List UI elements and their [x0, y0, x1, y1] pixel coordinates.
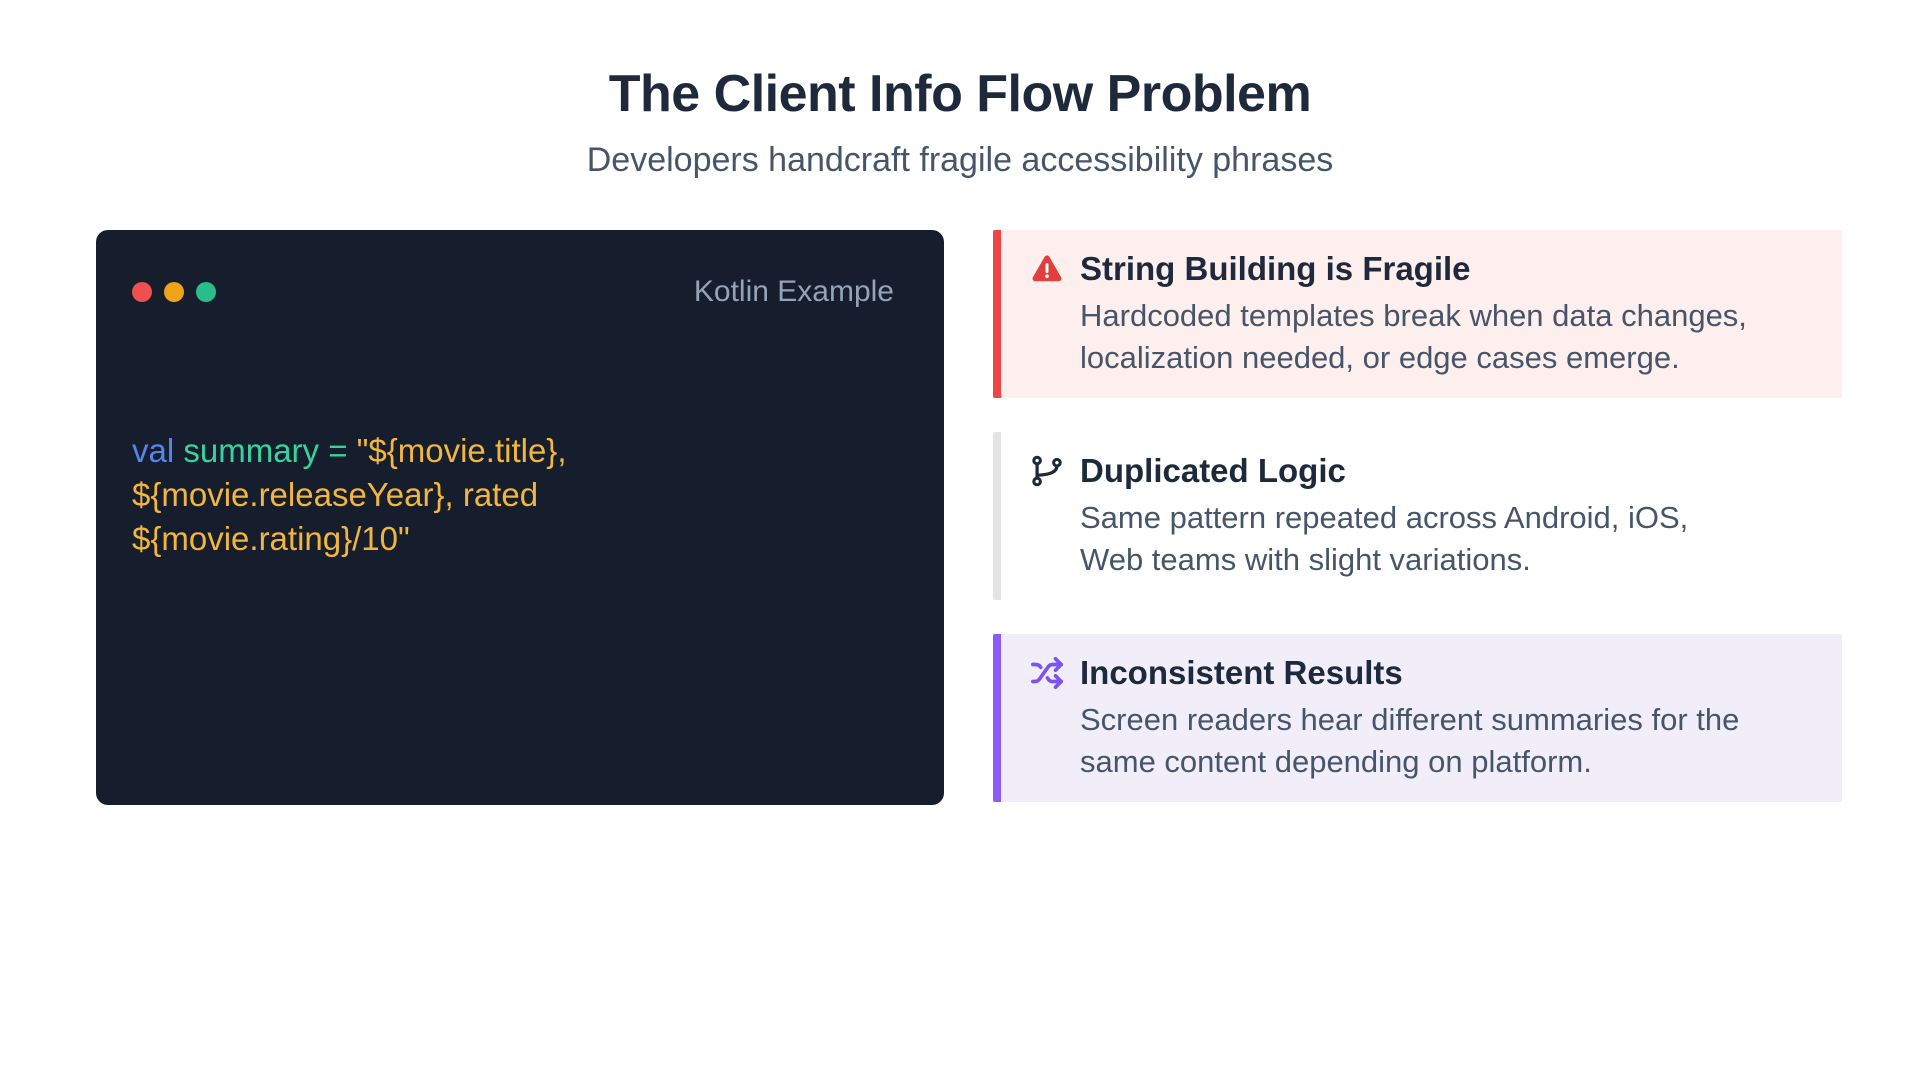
window-title-label: Kotlin Example	[693, 275, 894, 308]
code-window: Kotlin Example val summary = "${movie.ti…	[96, 230, 944, 805]
code-snippet: val summary = "${movie.title},${movie.re…	[132, 429, 894, 561]
card-string-building-fragile: String Building is Fragile Hardcoded tem…	[993, 230, 1842, 398]
page-title: The Client Info Flow Problem	[608, 65, 1312, 123]
code-token-keyword: val	[132, 432, 184, 469]
card-inconsistent-results: Inconsistent Results Screen readers hear…	[993, 634, 1842, 802]
card-body: Screen readers hear different summaries …	[1080, 701, 1740, 779]
card-title: String Building is Fragile	[1080, 249, 1471, 287]
code-line: ${movie.rating}/10"	[132, 517, 894, 561]
card-head: Inconsistent Results	[1030, 654, 1806, 692]
page-header: The Client Info Flow Problem Developers …	[0, 0, 1920, 182]
card-head: Duplicated Logic	[1030, 452, 1806, 490]
page-subtitle: Developers handcraft fragile accessibili…	[586, 141, 1334, 179]
card-body: Hardcoded templates break when data chan…	[1080, 297, 1747, 375]
card-head: String Building is Fragile	[1030, 250, 1806, 288]
card-body: Same pattern repeated across Android, iO…	[1080, 499, 1689, 577]
content-row: Kotlin Example val summary = "${movie.ti…	[96, 230, 1920, 805]
shuffle-icon	[1030, 656, 1064, 689]
code-line: val summary = "${movie.title},	[132, 429, 894, 473]
code-token-string: ${movie.releaseYear}, rated	[132, 476, 539, 513]
minimize-dot-icon	[164, 282, 184, 302]
cards-column: String Building is Fragile Hardcoded tem…	[993, 230, 1842, 805]
card-duplicated-logic: Duplicated Logic Same pattern repeated a…	[993, 432, 1842, 600]
git-branch-icon	[1032, 455, 1062, 486]
code-token-string: "${movie.title},	[356, 432, 567, 469]
close-dot-icon	[132, 282, 152, 302]
code-token-string: ${movie.rating}/10"	[132, 520, 410, 557]
card-title: Inconsistent Results	[1080, 653, 1403, 691]
code-token-identifier: summary =	[183, 432, 357, 469]
window-titlebar: Kotlin Example	[132, 275, 894, 309]
code-line: ${movie.releaseYear}, rated	[132, 473, 894, 517]
alert-triangle-icon	[1032, 254, 1062, 281]
maximize-dot-icon	[196, 282, 216, 302]
card-title: Duplicated Logic	[1080, 451, 1346, 489]
traffic-lights	[132, 282, 216, 302]
